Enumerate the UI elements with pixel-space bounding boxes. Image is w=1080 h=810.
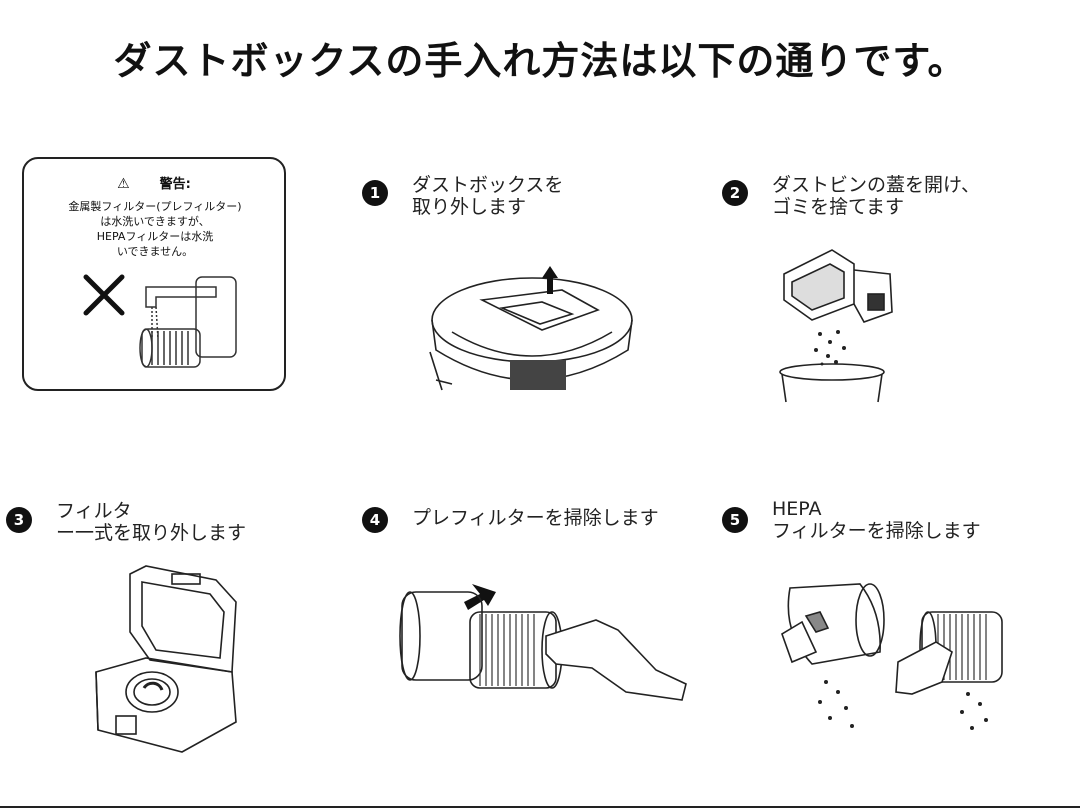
step-5-caption: HEPA フィルターを掃除します xyxy=(772,498,981,542)
empty-dustbin-illustration xyxy=(779,249,893,403)
step-2-caption: ダストビンの蓋を開け、 ゴミを捨てます xyxy=(772,174,981,218)
warning-heading-row: ⚠ 警告: xyxy=(24,173,284,192)
dust-particles-icon xyxy=(814,330,846,366)
warning-triangle-icon: ⚠ xyxy=(117,176,130,192)
hand-icon xyxy=(895,641,953,695)
step-4-caption: プレフィルターを掃除します xyxy=(412,507,659,529)
step-1-caption: ダストボックスを 取り外します xyxy=(412,174,564,218)
faucet-icon xyxy=(145,276,237,358)
dust-particles-icon xyxy=(818,680,988,730)
trash-bin-icon xyxy=(779,363,885,403)
bottom-divider xyxy=(0,806,1080,808)
arrow-right-icon xyxy=(464,584,496,610)
no-wash-illustration xyxy=(83,274,237,368)
prefilter-cleaning-illustration xyxy=(399,584,687,701)
page-title: ダストボックスの手入れ方法は以下の通りです。 xyxy=(113,39,967,83)
filter-icon xyxy=(139,328,201,368)
step-5-number: 5 xyxy=(722,507,748,533)
cross-icon xyxy=(83,274,125,316)
filter-removal-illustration xyxy=(95,565,237,753)
step-3-caption: フィルタ ー一式を取り外します xyxy=(56,500,247,544)
hand-icon xyxy=(545,619,687,701)
robot-vacuum-illustration xyxy=(429,266,633,391)
arrow-up-icon xyxy=(542,266,558,294)
hepa-cleaning-illustration xyxy=(781,583,1003,730)
step-1-number: 1 xyxy=(362,180,388,206)
step-2-number: 2 xyxy=(722,180,748,206)
warning-text: 金属製フィルター(プレフィルター) は水洗いできますが、 HEPAフィルターは水… xyxy=(68,200,242,258)
step-4-number: 4 xyxy=(362,507,388,533)
step-3-number: 3 xyxy=(6,507,32,533)
warning-box: ⚠ 警告: 金属製フィルター(プレフィルター) は水洗いできますが、 HEPAフィ… xyxy=(22,157,286,391)
warning-heading: 警告: xyxy=(159,177,191,192)
